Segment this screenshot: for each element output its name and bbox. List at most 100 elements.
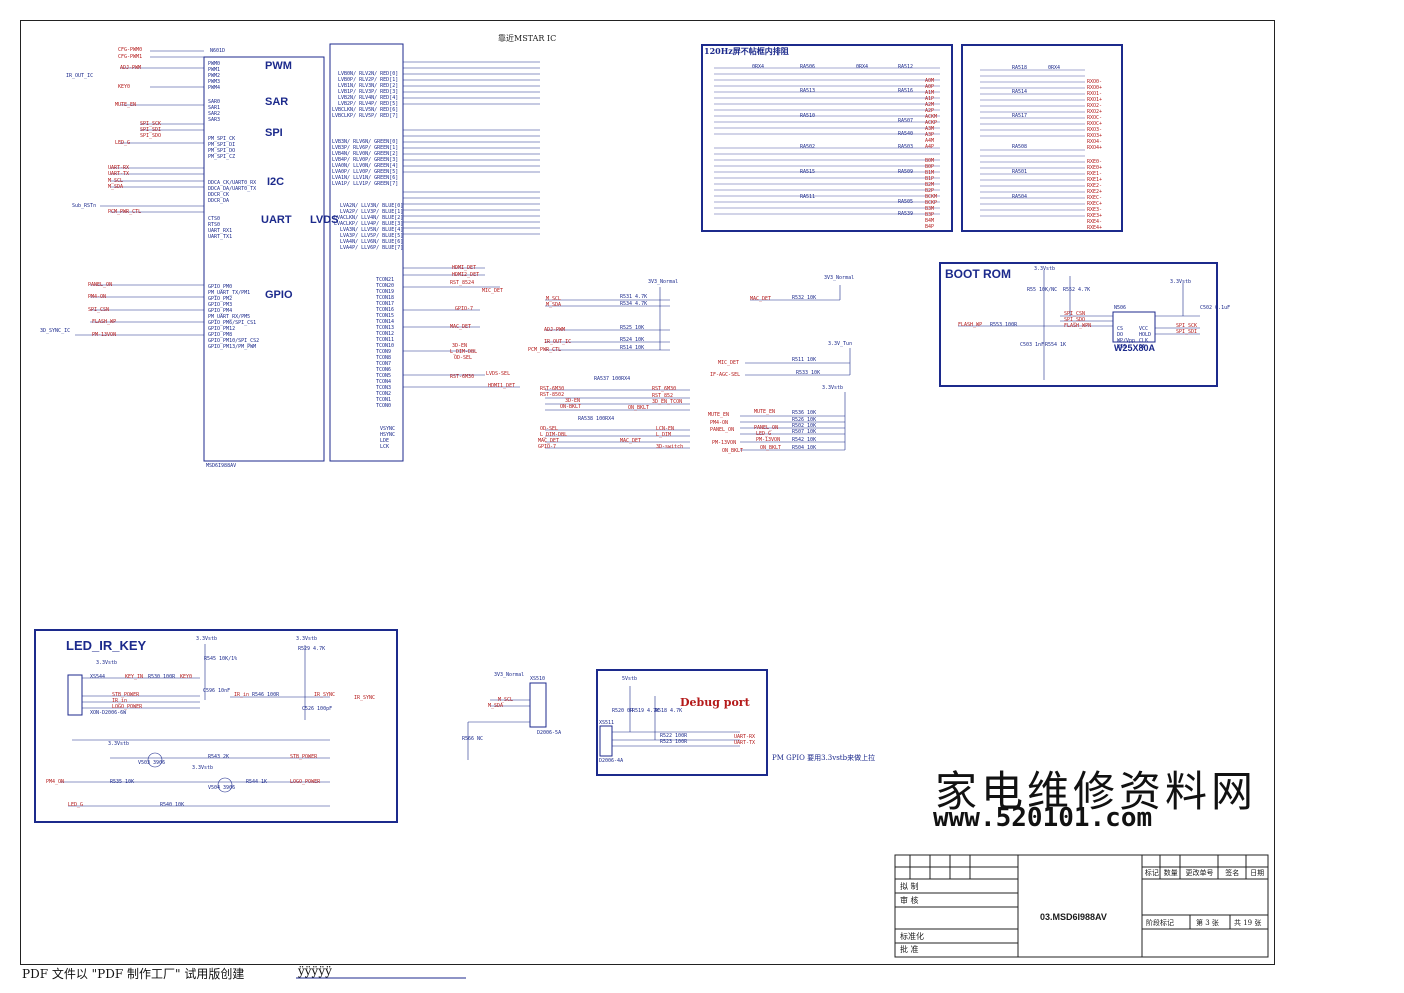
mid-output: RST_852 [652, 393, 674, 399]
resnet-label: RA514 [1012, 89, 1028, 95]
watermark-title: 家电维修资料网 [935, 767, 1258, 816]
power-net-label: 5Vstb [622, 676, 638, 682]
part-label: C503 1nF [1020, 342, 1045, 348]
resistor-label: R524 10K [620, 337, 645, 343]
resnet-label: RA512 [898, 64, 914, 70]
resnet-label: RA518 [1012, 65, 1028, 71]
led-signal: STB_POWER [290, 754, 318, 760]
tcon-signal: OD-SEL [454, 355, 473, 361]
right-signal: ON_BKLT [760, 445, 782, 451]
power-net-label: 3.3Vstb [1170, 279, 1192, 285]
led-signal: IR_in [234, 692, 250, 698]
resistor-label: R504 10K [792, 445, 817, 451]
boot-rom-part: W25X80A [1114, 343, 1156, 353]
net-label: PM-13VON [92, 332, 117, 338]
resnet-value: 0RX4 [856, 64, 869, 70]
connector-part: XON-D2006-6W [90, 710, 127, 716]
footer-text: PDF 文件以 "PDF 制作工厂" 试用版创建 [22, 967, 245, 981]
net-label: FLASH_WP [92, 319, 117, 325]
led-signal: LED_G [68, 802, 84, 808]
net-label: LED_G [115, 140, 131, 146]
connector-part: D2006-5A [537, 730, 562, 736]
power-net-label: 3.3V_Tun [828, 341, 853, 347]
net-label: PM4-ON [88, 294, 107, 300]
part-label: R523 100R [660, 739, 688, 745]
section-title: 靠近MSTAR IC [498, 34, 557, 43]
part-label: R518 4.7K [655, 708, 683, 714]
i2c-signal: M_SDA [488, 703, 504, 709]
section-label-i2c: I2C [267, 176, 285, 188]
mid-output: RST_6M30 [652, 386, 677, 392]
resnet-label: RA513 [800, 88, 816, 94]
net-label: SPI_SCK [140, 121, 162, 127]
debug-port-title: Debug port [680, 696, 750, 709]
net-label: MUTE_EN [115, 102, 137, 108]
mid-output: 3D-switch [656, 444, 684, 450]
section-label-sar: SAR [265, 96, 289, 108]
net-label: SPI_SDI [140, 127, 162, 133]
net-label: M_SDA [108, 184, 124, 190]
resnet-label: RA540 [898, 131, 914, 137]
resistor-label: R525 10K [620, 325, 645, 331]
part-label: R530 100R [148, 674, 176, 680]
resnet-label: RA509 [898, 169, 914, 175]
net-label: M_SCL [108, 178, 124, 184]
led-signal: PM4_ON [46, 779, 65, 785]
part-label: R554 1K [1045, 342, 1067, 348]
resnet-label: RA505 [898, 199, 914, 205]
connector-ref: XS510 [530, 676, 546, 682]
power-net-label: 3.3Vstb [296, 636, 318, 642]
resistor-label: R533 10K [796, 370, 821, 376]
right-signal: MAC_DET [750, 296, 772, 302]
section-label-lvds: LVDS [310, 214, 339, 226]
power-net-label: 3.3Vstb [196, 636, 218, 642]
watermark-url: www.520101.com [933, 803, 1153, 833]
sheet-number: 第 3 张 [1196, 919, 1219, 927]
tcon-signal: RST-6M30 [450, 374, 475, 380]
resistor-label: R534 4.7K [620, 301, 648, 307]
mid-signal: PCM_PWR_CTL [528, 347, 562, 353]
schematic-frame [20, 20, 1275, 965]
led-signal: IR_in [112, 698, 128, 704]
net-label: SPI_SDO [140, 133, 162, 139]
footer-link[interactable]: ÿÿÿÿÿ [298, 964, 332, 978]
boot-signal: SPI_SCK [1176, 323, 1198, 329]
mid-output: 3D_EN_TCON [652, 399, 683, 405]
part-label: R520 0R [612, 708, 634, 714]
right-signal: PM-13VON [712, 440, 737, 446]
resnet-label: RA504 [1012, 194, 1028, 200]
net-label: UART-RX [108, 165, 130, 171]
net-label: 3D_SYNC_IC [40, 328, 71, 334]
part-label: C502 0.1uF [1200, 305, 1231, 311]
mid-signal: ON-BKLT [560, 404, 582, 410]
resistor-label: R511 10K [792, 357, 817, 363]
resistor-label: RA538 100RX4 [578, 416, 615, 422]
connector-ref: XS544 [90, 674, 106, 680]
resistor-label: R531 4.7K [620, 294, 648, 300]
net-label: IR_OUT_IC [66, 73, 94, 79]
resnet-label: RA510 [800, 113, 816, 119]
resnet-label: RA501 [1012, 169, 1028, 175]
part-label: V504 3906 [208, 785, 236, 791]
tcon-signal: MAC_DET [450, 324, 472, 330]
led-signal: IR_SYNC [354, 695, 376, 701]
part-label: R55 10K/NC [1027, 287, 1058, 293]
mid-signal: RST-6M30 [540, 386, 565, 392]
tcon-signal: HDMI2_DET [452, 272, 480, 278]
title-row-draft: 拟 制 [900, 882, 919, 891]
resnet-label: RA539 [898, 211, 914, 217]
boot-signal: FLASH_WP [958, 322, 983, 328]
resnet-label: RA507 [898, 118, 914, 124]
mid-output: L_DIM [656, 432, 672, 438]
mid-signal: 3D-EN [565, 398, 581, 404]
connector-part: D2006-4A [599, 758, 624, 764]
resistor-label: R542 10K [792, 437, 817, 443]
